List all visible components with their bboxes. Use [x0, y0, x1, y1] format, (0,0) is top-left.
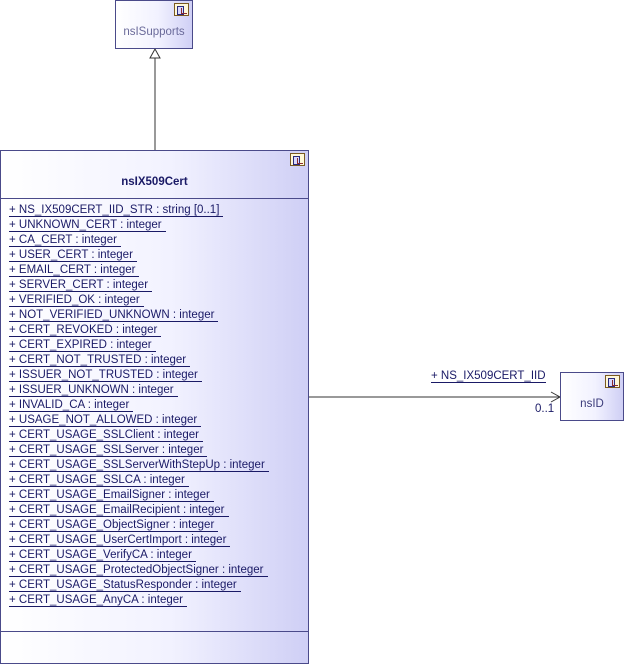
- attribute-text: + UNKNOWN_CERT : integer: [9, 219, 166, 232]
- attribute-text: + CERT_EXPIRED : integer: [9, 339, 156, 352]
- attribute-text: + SERVER_CERT : integer: [9, 279, 153, 292]
- attribute-text: + CERT_USAGE_UserCertImport : integer: [9, 534, 231, 547]
- attribute-row[interactable]: + ISSUER_UNKNOWN : integer: [9, 383, 269, 398]
- attribute-row[interactable]: + CERT_USAGE_ProtectedObjectSigner : int…: [9, 563, 269, 578]
- class-name-nsisupports: nsISupports: [123, 26, 185, 38]
- attribute-row[interactable]: + CERT_EXPIRED : integer: [9, 338, 269, 353]
- class-icon: [605, 375, 620, 388]
- attribute-text: + CERT_USAGE_SSLServer : integer: [9, 444, 208, 457]
- association-multiplicity: 0..1: [535, 403, 555, 415]
- attribute-compartment: + NS_IX509CERT_IID_STR : string [0..1] + …: [9, 203, 269, 608]
- class-icon: [290, 153, 305, 166]
- class-name-nsix509cert: nsIX509Cert: [121, 176, 188, 188]
- attribute-row[interactable]: + CERT_USAGE_SSLClient : integer: [9, 428, 269, 443]
- attribute-row[interactable]: + CERT_USAGE_EmailSigner : integer: [9, 488, 269, 503]
- attribute-row[interactable]: + UNKNOWN_CERT : integer: [9, 218, 269, 233]
- attribute-row[interactable]: + CERT_USAGE_ObjectSigner : integer: [9, 518, 269, 533]
- attribute-text: + CERT_USAGE_SSLCA : integer: [9, 474, 189, 487]
- attribute-row[interactable]: + EMAIL_CERT : integer: [9, 263, 269, 278]
- attribute-text: + ISSUER_NOT_TRUSTED : integer: [9, 369, 202, 382]
- attribute-row[interactable]: + NOT_VERIFIED_UNKNOWN : integer: [9, 308, 269, 323]
- attribute-text: + VERIFIED_OK : integer: [9, 294, 144, 307]
- attribute-row[interactable]: + VERIFIED_OK : integer: [9, 293, 269, 308]
- class-name-nsid: nsID: [580, 398, 604, 410]
- class-nsix509cert[interactable]: nsIX509Cert + NS_IX509CERT_IID_STR : str…: [0, 150, 309, 664]
- attribute-text: + CERT_NOT_TRUSTED : integer: [9, 354, 191, 367]
- attribute-text: + CA_CERT : integer: [9, 234, 121, 247]
- attribute-text: + CERT_USAGE_EmailSigner : integer: [9, 489, 214, 502]
- attribute-row[interactable]: + USER_CERT : integer: [9, 248, 269, 263]
- class-nsid[interactable]: nsID: [560, 372, 624, 421]
- attribute-text: + CERT_USAGE_SSLClient : integer: [9, 429, 203, 442]
- association-role-text: + NS_IX509CERT_IID: [431, 370, 546, 383]
- association-role-label: + NS_IX509CERT_IID: [431, 370, 546, 383]
- attribute-row[interactable]: + CA_CERT : integer: [9, 233, 269, 248]
- attribute-text: + EMAIL_CERT : integer: [9, 264, 140, 277]
- attribute-row[interactable]: + INVALID_CA : integer: [9, 398, 269, 413]
- operations-compartment-divider: [1, 631, 308, 632]
- attribute-row[interactable]: + CERT_USAGE_SSLServerWithStepUp : integ…: [9, 458, 269, 473]
- class-nsisupports[interactable]: nsISupports: [115, 0, 193, 49]
- attribute-text: + CERT_USAGE_AnyCA : integer: [9, 594, 187, 607]
- attribute-text: + CERT_REVOKED : integer: [9, 324, 162, 337]
- attribute-row[interactable]: + CERT_NOT_TRUSTED : integer: [9, 353, 269, 368]
- attribute-text: + CERT_USAGE_VerifyCA : integer: [9, 549, 196, 562]
- attribute-text: + USAGE_NOT_ALLOWED : integer: [9, 414, 202, 427]
- attribute-row[interactable]: + CERT_USAGE_EmailRecipient : integer: [9, 503, 269, 518]
- attribute-row[interactable]: + CERT_USAGE_VerifyCA : integer: [9, 548, 269, 563]
- attribute-text: + USER_CERT : integer: [9, 249, 137, 262]
- attribute-text: + ISSUER_UNKNOWN : integer: [9, 384, 178, 397]
- attribute-text: + CERT_USAGE_EmailRecipient : integer: [9, 504, 229, 517]
- attribute-row[interactable]: + CERT_USAGE_StatusResponder : integer: [9, 578, 269, 593]
- attribute-row[interactable]: + CERT_USAGE_AnyCA : integer: [9, 593, 269, 608]
- attribute-row[interactable]: + CERT_USAGE_SSLCA : integer: [9, 473, 269, 488]
- attribute-text: + NS_IX509CERT_IID_STR : string [0..1]: [9, 204, 224, 217]
- class-icon: [174, 3, 189, 16]
- attribute-text: + INVALID_CA : integer: [9, 399, 134, 412]
- attribute-row[interactable]: + CERT_USAGE_SSLServer : integer: [9, 443, 269, 458]
- attribute-text: + CERT_USAGE_ProtectedObjectSigner : int…: [9, 564, 268, 577]
- attribute-row[interactable]: + CERT_REVOKED : integer: [9, 323, 269, 338]
- attribute-text: + NOT_VERIFIED_UNKNOWN : integer: [9, 309, 219, 322]
- generalization-arrowhead: [149, 47, 161, 59]
- attribute-row[interactable]: + USAGE_NOT_ALLOWED : integer: [9, 413, 269, 428]
- attribute-row[interactable]: + ISSUER_NOT_TRUSTED : integer: [9, 368, 269, 383]
- attribute-row[interactable]: + SERVER_CERT : integer: [9, 278, 269, 293]
- attribute-text: + CERT_USAGE_StatusResponder : integer: [9, 579, 241, 592]
- attribute-row[interactable]: + CERT_USAGE_UserCertImport : integer: [9, 533, 269, 548]
- attribute-row[interactable]: + NS_IX509CERT_IID_STR : string [0..1]: [9, 203, 269, 218]
- attribute-text: + CERT_USAGE_ObjectSigner : integer: [9, 519, 219, 532]
- name-compartment-divider: [1, 198, 308, 199]
- attribute-text: + CERT_USAGE_SSLServerWithStepUp : integ…: [9, 459, 269, 472]
